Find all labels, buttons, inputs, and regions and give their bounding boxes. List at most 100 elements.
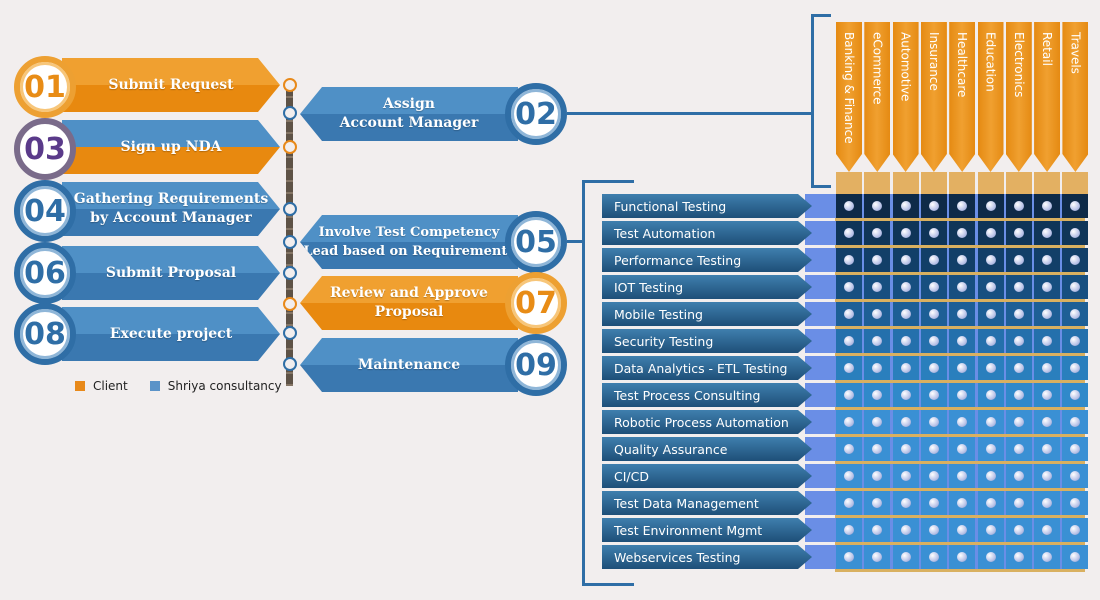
row-separator [835, 353, 1085, 356]
matrix-cell [920, 275, 947, 299]
coverage-dot-icon [1042, 390, 1053, 400]
matrix-cell [892, 383, 919, 407]
matrix-cell [977, 302, 1004, 326]
coverage-dot-icon [1013, 390, 1024, 400]
coverage-dot-icon [872, 417, 883, 427]
coverage-dot-icon [985, 444, 996, 454]
matrix-cell [836, 545, 862, 569]
coverage-dot-icon [900, 498, 911, 508]
matrix-cell [977, 410, 1004, 434]
step-01-badge: 01 [14, 56, 76, 118]
coverage-dot-icon [928, 228, 939, 238]
matrix-cell [977, 518, 1004, 542]
coverage-dot-icon [1013, 363, 1024, 373]
industry-label: eCommerce [870, 32, 885, 105]
industry-label: Banking & Finance [842, 32, 856, 144]
coverage-dot-icon [872, 390, 883, 400]
step-03-banner: Sign up NDA [62, 120, 280, 174]
matrix-cell [1005, 194, 1032, 218]
row-separator [835, 380, 1085, 383]
coverage-dot-icon [985, 552, 996, 562]
matrix-cell [949, 545, 976, 569]
matrix-cell [949, 518, 976, 542]
row-separator [835, 488, 1085, 491]
step-08-label: Execute project [109, 325, 233, 342]
coverage-dot-icon [985, 471, 996, 481]
coverage-dot-icon [844, 390, 854, 400]
matrix-cell [949, 329, 976, 353]
step-01-label: Submit Request [108, 76, 234, 93]
service-label: Test Automation [602, 221, 812, 245]
coverage-dot-icon [928, 498, 939, 508]
coverage-dot-icon [1070, 444, 1081, 454]
industry-column-base [920, 172, 947, 194]
industry-label: Insurance [926, 32, 941, 91]
coverage-dot-icon [985, 282, 996, 292]
coverage-dot-icon [1013, 309, 1024, 319]
matrix-cell [836, 275, 862, 299]
coverage-dot-icon [900, 444, 911, 454]
matrix-cell [1034, 275, 1061, 299]
matrix-cell [920, 410, 947, 434]
industry-header: Automotive [892, 22, 919, 172]
row-separator [835, 245, 1085, 248]
matrix-cell [892, 464, 919, 488]
coverage-dot-icon [957, 390, 968, 400]
matrix-cell [1062, 194, 1089, 218]
coverage-dot-icon [872, 498, 883, 508]
matrix-cell [1062, 221, 1089, 245]
coverage-dot-icon [1042, 363, 1053, 373]
industry-column-base [977, 172, 1004, 194]
industry-label: Retail [1040, 32, 1055, 66]
legend-client-label: Client [93, 379, 128, 393]
industry-column-base [949, 172, 976, 194]
step-08-badge: 08 [14, 303, 76, 365]
coverage-dot-icon [928, 444, 939, 454]
matrix-cell [1062, 356, 1089, 380]
matrix-cell [1005, 221, 1032, 245]
matrix-cell [1034, 194, 1061, 218]
matrix-cell [892, 545, 919, 569]
industry-column-base [836, 172, 862, 194]
legend-consultancy-swatch [149, 381, 160, 391]
service-label: IOT Testing [602, 275, 812, 299]
service-label: Data Analytics - ETL Testing [602, 356, 812, 380]
matrix-cell [1005, 383, 1032, 407]
coverage-dot-icon [1013, 228, 1024, 238]
matrix-cell [864, 356, 891, 380]
matrix-cell [892, 518, 919, 542]
coverage-dot-icon [872, 255, 883, 265]
matrix-cell [1005, 410, 1032, 434]
matrix-cell [836, 248, 862, 272]
matrix-cell [920, 383, 947, 407]
matrix-cell [1005, 545, 1032, 569]
coverage-dot-icon [844, 309, 854, 319]
matrix-cell [949, 275, 976, 299]
matrix-cell [977, 329, 1004, 353]
timeline-node [283, 140, 297, 154]
matrix-cell [892, 437, 919, 461]
coverage-dot-icon [1042, 336, 1053, 346]
matrix-cell [1034, 545, 1061, 569]
coverage-dot-icon [1042, 309, 1053, 319]
coverage-dot-icon [1013, 201, 1024, 211]
coverage-dot-icon [1070, 363, 1081, 373]
matrix-cell [892, 491, 919, 515]
industry-label: Electronics [1011, 32, 1026, 98]
coverage-dot-icon [1042, 471, 1053, 481]
legend-consultancy-label: Shriya consultancy [167, 379, 282, 393]
matrix-cell [864, 410, 891, 434]
coverage-dot-icon [900, 228, 911, 238]
industry-column-base [892, 172, 919, 194]
matrix-cell [1062, 464, 1089, 488]
matrix-cell [949, 491, 976, 515]
matrix-cell [949, 356, 976, 380]
coverage-dot-icon [844, 552, 854, 562]
coverage-dot-icon [1013, 255, 1024, 265]
matrix-cell [1062, 437, 1089, 461]
matrix-cell [977, 356, 1004, 380]
